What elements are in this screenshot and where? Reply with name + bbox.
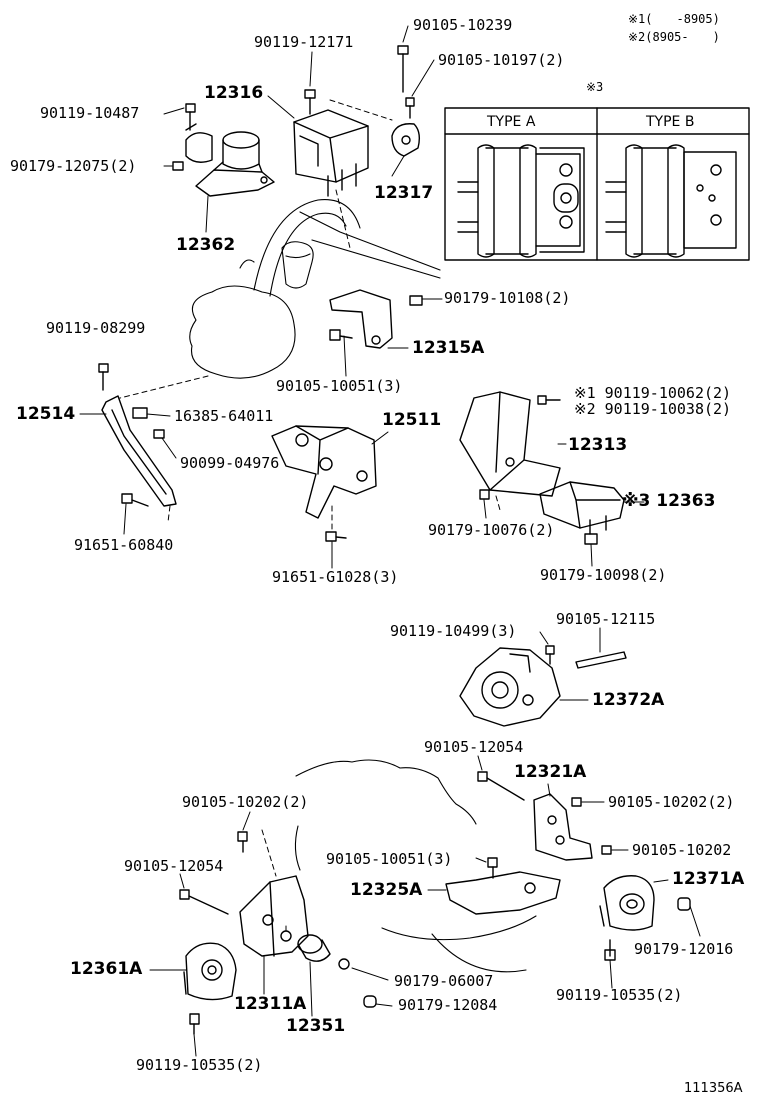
label-12321a: 12321A xyxy=(514,762,587,782)
bracket-12313-part xyxy=(460,392,560,499)
label-90119-10499: 90119-10499(3) xyxy=(390,622,517,640)
label-90179-10108: 90179-10108(2) xyxy=(444,289,571,307)
label-90099-04976: 90099-04976 xyxy=(180,454,280,472)
label-90179-10098: 90179-10098(2) xyxy=(540,566,667,584)
bracket-12316-part xyxy=(294,46,419,196)
label-12372a: 12372A xyxy=(592,690,665,710)
label-90105-12115: 90105-12115 xyxy=(556,610,656,628)
note-2: ※2(8905- ) xyxy=(628,30,720,44)
label-12363: ※3 12363 xyxy=(622,491,716,511)
label-90119-10487: 90119-10487 xyxy=(40,104,140,122)
arm-12514-part xyxy=(99,364,176,506)
label-90119-10535-right: 90119-10535(2) xyxy=(556,986,683,1004)
leader-lines xyxy=(80,26,700,1056)
label-90105-10202-right: 90105-10202 xyxy=(632,841,732,859)
figure-id: 111356A xyxy=(684,1081,743,1096)
label-90105-12054-left: 90105-12054 xyxy=(124,857,224,875)
label-90119-08299: 90119-08299 xyxy=(46,319,146,337)
label-12511: 12511 xyxy=(382,410,442,430)
engine-outline xyxy=(190,200,536,972)
label-16385-64011: 16385-64011 xyxy=(174,407,274,425)
label-12313: 12313 xyxy=(568,435,628,455)
inset-type-a-label: TYPE A xyxy=(487,114,536,130)
bushing-12351-part xyxy=(298,935,376,1007)
mount-12363-part xyxy=(540,482,624,544)
label-90105-10051-bottom: 90105-10051(3) xyxy=(326,850,453,868)
label-12351: 12351 xyxy=(286,1016,346,1036)
label-90105-10051-top: 90105-10051(3) xyxy=(276,377,403,395)
mount-12372a-part xyxy=(460,646,626,726)
label-12361a: 12361A xyxy=(70,959,143,979)
label-91651-g1028: 91651-G1028(3) xyxy=(272,568,399,586)
label-90179-12075: 90179-12075(2) xyxy=(10,157,137,175)
type-b-mount-icon xyxy=(606,145,736,257)
mount-12371a-part xyxy=(600,876,690,960)
bracket-12311a-part xyxy=(180,832,308,956)
label-12362: 12362 xyxy=(176,235,236,255)
label-90119-10535-left: 90119-10535(2) xyxy=(136,1056,263,1074)
label-90105-10239: 90105-10239 xyxy=(413,16,513,34)
mount-12362-part xyxy=(173,104,274,196)
label-12311a: 12311A xyxy=(234,994,307,1014)
note-3-marker: ※3 xyxy=(586,80,604,94)
label-90179-12016: 90179-12016 xyxy=(634,940,734,958)
type-inset-box xyxy=(445,108,749,260)
label-90105-10202-left: 90105-10202(2) xyxy=(182,793,309,811)
bracket-12511-part xyxy=(272,426,376,541)
bracket-12321a-part xyxy=(478,772,611,860)
label-90119-12171: 90119-12171 xyxy=(254,33,354,51)
label-12316: 12316 xyxy=(204,83,264,103)
label-90179-10076: 90179-10076(2) xyxy=(428,521,555,539)
inset-type-b-label: TYPE B xyxy=(646,114,695,130)
note-1: ※1( -8905) xyxy=(628,12,720,26)
label-90105-12054-top: 90105-12054 xyxy=(424,738,524,756)
type-a-mount-icon xyxy=(458,145,584,257)
label-90105-10202-right-2: 90105-10202(2) xyxy=(608,793,735,811)
label-12315a: 12315A xyxy=(412,338,485,358)
label-90179-12084: 90179-12084 xyxy=(398,996,498,1014)
label-90119-10062: ※1 90119-10062(2) xyxy=(574,384,732,402)
label-91651-60840: 91651-60840 xyxy=(74,536,174,554)
label-90105-10197: 90105-10197(2) xyxy=(438,51,565,69)
label-12514: 12514 xyxy=(16,404,76,424)
bracket-12325a-part xyxy=(446,858,560,914)
label-12371a: 12371A xyxy=(672,869,745,889)
dashed-alignment-lines xyxy=(120,100,500,932)
mount-12361a-part xyxy=(184,943,236,1034)
label-12325a: 12325A xyxy=(350,880,423,900)
label-12317: 12317 xyxy=(374,183,434,203)
label-90179-06007: 90179-06007 xyxy=(394,972,494,990)
bracket-12315a-part xyxy=(330,290,422,348)
label-90119-10038: ※2 90119-10038(2) xyxy=(574,400,732,418)
